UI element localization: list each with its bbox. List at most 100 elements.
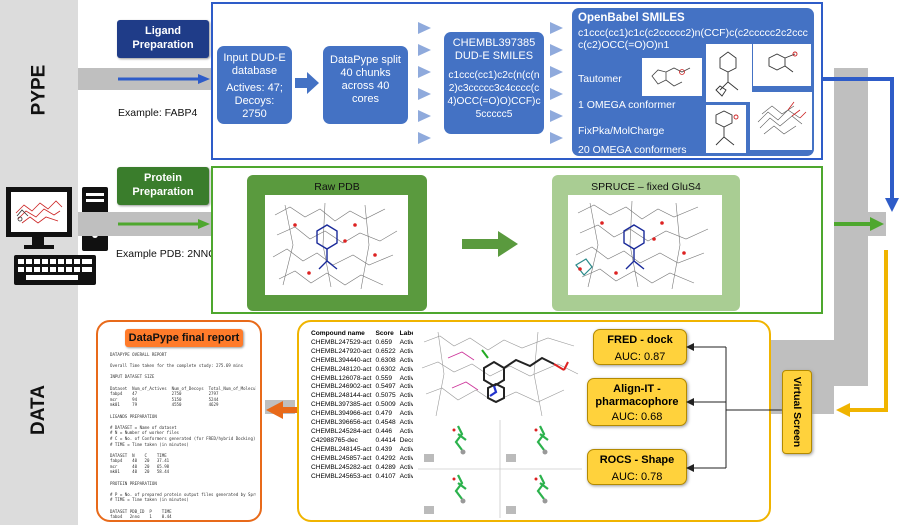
compound-name-cell: CHEMBL248120-act	[311, 365, 372, 373]
chevron-right-icon	[550, 44, 563, 56]
label-cell: Decoy	[399, 436, 413, 444]
chevron-right-icon	[418, 66, 431, 78]
compound-name-cell: CHEMBL397385-act	[311, 401, 372, 409]
compound-name-cell: CHEMBL245857-act	[311, 454, 372, 462]
protein-example: Example PDB: 2NNQ	[116, 248, 217, 260]
compound-name-cell: CHEMBL245282-act	[311, 463, 372, 471]
score-table-header: Compound name Score Label	[309, 330, 413, 339]
split-box-line4: cores	[352, 93, 379, 105]
step-tautomer: Tautomer	[578, 73, 622, 85]
compound-name-cell: CHEMBL394966-act	[311, 410, 372, 418]
pharmacophore-grid-image	[418, 420, 582, 518]
score-cell: 0.4548	[375, 419, 396, 427]
compound-name-cell: CHEMBL245653-act	[311, 472, 372, 480]
label-cell: Active	[399, 356, 413, 364]
virtual-screen-label: Virtual Screen	[791, 376, 803, 448]
step-omega-20: 20 OMEGA conformers	[578, 144, 687, 156]
score-cell: 0.446	[375, 427, 392, 435]
align-it-box: Align-IT - pharmacophore AUC: 0.68	[587, 378, 687, 426]
compound-name-cell: CHEMBL394440-act	[311, 356, 372, 364]
label-cell: Active	[399, 454, 413, 462]
method-connectors	[686, 343, 784, 472]
tautomer-molecule-image	[642, 58, 702, 96]
compound-name-cell: CHEMBL126078-act	[311, 374, 372, 382]
rocs-shape-auc: AUC: 0.78	[611, 471, 663, 483]
table-row: C42988765-dec 0.4414Decoy	[309, 437, 413, 446]
label-cell: Active	[399, 347, 413, 355]
smiles-box-line1: CHEMBL397385	[452, 37, 536, 49]
label-cell: Active	[399, 383, 413, 391]
data-label-wrap: DATA	[0, 380, 78, 440]
split-box-line2: 40 chunks	[340, 67, 391, 79]
score-cell: 0.5009	[375, 401, 396, 409]
chevron-right-icon	[418, 22, 431, 34]
omega-conformers-image	[750, 92, 812, 150]
protein-tag-line1: Protein	[144, 172, 182, 184]
docking-pose-image	[418, 328, 582, 420]
conformer-molecule-image-2	[753, 44, 811, 86]
openbabel-smiles: c1ccc(cc1)c1c(c2ccccc2)n(CCF)c(c2ccccc2c…	[578, 27, 808, 51]
chevron-right-icon	[550, 22, 563, 34]
report-text: DATAPYPE OVERALL REPORT Overall Time tak…	[110, 352, 256, 518]
score-table-wrap: Compound name Score Label CHEMBL247529-a…	[309, 330, 413, 516]
raw-pdb-title: Raw PDB	[314, 181, 360, 193]
chevron-right-icon	[550, 66, 563, 78]
score-cell: 0.4107	[375, 472, 396, 480]
fred-dock-name: FRED - dock	[607, 334, 673, 346]
align-it-name-line1: Align-IT -	[613, 383, 661, 395]
ligand-example: Example: FABP4	[118, 107, 198, 119]
protein-preparation-tag: Protein Preparation	[117, 167, 209, 205]
dude-smiles-string: c1ccc(cc1)c2c(n(c(n2)c3ccccc3c4cccc(c4)O…	[447, 70, 541, 120]
compound-name-cell: C42988765-dec	[311, 436, 358, 444]
chevron-right-icon	[418, 110, 431, 122]
score-cell: 0.4414	[375, 436, 396, 444]
chevron-right-icon	[418, 44, 431, 56]
virtual-screen-box: Virtual Screen	[782, 370, 812, 454]
label-cell: Active	[399, 401, 413, 409]
input-database-box: Input DUD-E database Actives: 47; Decoys…	[217, 46, 292, 124]
compound-name-cell: CHEMBL247920-act	[311, 347, 372, 355]
label-cell: Active	[399, 365, 413, 373]
step-fixpka: FixPka/MolCharge	[578, 125, 665, 137]
header-label: Label	[399, 330, 413, 337]
chevron-right-icon	[550, 110, 563, 122]
label-cell: Active	[399, 410, 413, 418]
arrow-right-icon	[462, 231, 518, 257]
score-cell: 0.5075	[375, 392, 396, 400]
split-box-line1: DataPype split	[330, 54, 401, 66]
input-box-line1: Input DUD-E	[223, 52, 286, 64]
score-cell: 0.6308	[375, 356, 396, 364]
compound-name-cell: CHEMBL396656-act	[311, 419, 372, 427]
label-cell: Active	[399, 463, 413, 471]
spruce-title: SPRUCE – fixed GluS4	[591, 181, 701, 193]
header-compound: Compound name	[311, 330, 365, 337]
protein-tag-line2: Preparation	[132, 186, 194, 198]
input-box-line2: database	[231, 65, 278, 77]
label-cell: Active	[399, 472, 413, 480]
score-cell: 0.439	[375, 445, 392, 453]
label-cell: Active	[399, 445, 413, 453]
ligand-preparation-tag: Ligand Preparation	[117, 20, 209, 58]
chevron-right-icon	[550, 132, 563, 144]
score-cell: 0.659	[375, 338, 392, 346]
rocs-shape-name: ROCS - Shape	[599, 454, 675, 466]
ligand-tag-line2: Preparation	[132, 39, 194, 51]
chevron-right-icon	[418, 132, 431, 144]
score-cell: 0.4292	[375, 454, 396, 462]
pype-label-wrap: PYPE	[0, 60, 78, 120]
label-cell: Active	[399, 374, 413, 382]
rocs-shape-box: ROCS - Shape AUC: 0.78	[587, 449, 687, 485]
conformer-molecule-image	[706, 44, 752, 102]
spruce-structure-image	[568, 195, 722, 295]
arrow-right-icon	[295, 72, 319, 94]
score-cell: 0.6302	[375, 365, 396, 373]
